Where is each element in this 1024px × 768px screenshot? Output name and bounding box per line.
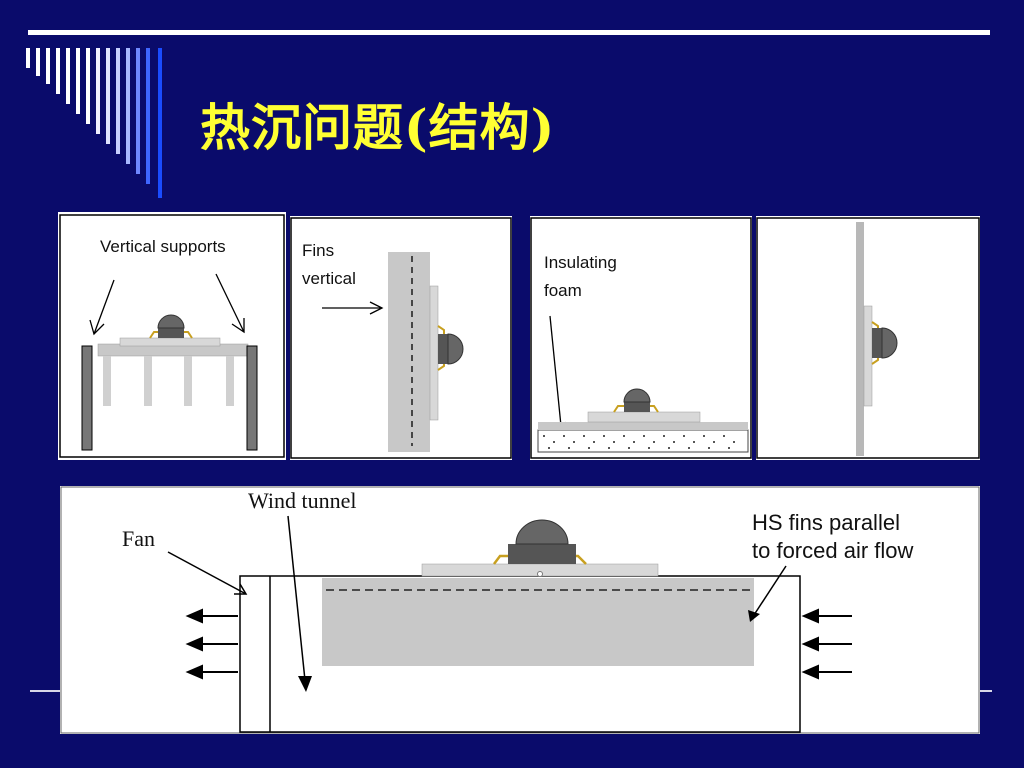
panel-vertical-board (756, 216, 980, 460)
hs-fins-label-line1: HS fins parallel (752, 510, 900, 535)
hs-fins-label-line2: to forced air flow (752, 538, 914, 563)
panel-fins-vertical: Fins vertical (290, 216, 512, 460)
vertical-supports-label: Vertical supports (100, 237, 226, 256)
panel-vertical-supports: Vertical supports (58, 212, 286, 460)
footer-rule-right (980, 690, 992, 692)
decorative-stripes (26, 48, 162, 198)
fins-label-line2: vertical (302, 269, 356, 288)
insulating-label-line1: Insulating (544, 253, 617, 272)
panel-wind-tunnel: Fan Wind tunnel HS fins parallel to forc… (60, 486, 980, 734)
title-rule (28, 30, 990, 35)
panel-insulating-foam: Insulating foam (530, 216, 752, 460)
insulating-label-line2: foam (544, 281, 582, 300)
fan-label: Fan (122, 526, 155, 551)
fins-label-line1: Fins (302, 241, 334, 260)
footer-rule-left (30, 690, 60, 692)
wind-tunnel-label: Wind tunnel (248, 488, 357, 513)
slide-title: 热沉问题(结构) (200, 98, 556, 157)
